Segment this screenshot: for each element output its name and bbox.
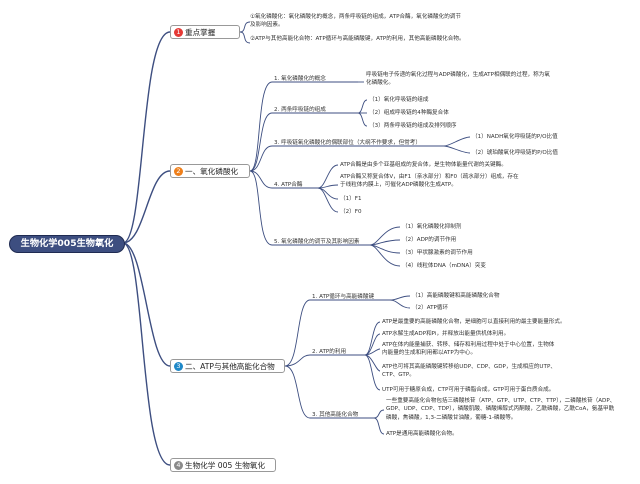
note-atp-use-1: ATP是最重要的高能磷酸化合物，是细胞可以直接利用的最主要能量形式。 — [382, 319, 566, 325]
topic-respiratory-chains[interactable]: 2. 两条呼吸链的组成 — [274, 107, 326, 113]
topic-other-compounds[interactable]: 3. 其他高能化合物 — [312, 412, 359, 418]
list-item: （1）NADH氧化呼吸链的P/O比值 — [472, 134, 558, 140]
branch-number-badge: 2 — [174, 166, 183, 176]
note-key-1: ①氧化磷酸化：氧化磷酸化的概念，两条呼吸链的组成，ATP合酶，氧化磷酸化的调节及… — [250, 14, 461, 29]
branch-label: 二、ATP与其他高能化合物 — [185, 362, 275, 371]
branch-label: 重点掌握 — [185, 28, 216, 37]
list-item: （4）线粒体DNA（mDNA）突变 — [402, 263, 486, 269]
list-item: （1）F1 — [340, 196, 362, 202]
topic-atp-use[interactable]: 2. ATP的利用 — [312, 349, 347, 355]
root-topic[interactable]: 生物化学005生物氧化 — [9, 235, 125, 253]
topic-coupling-sites[interactable]: 3. 呼吸链氧化磷酸化的偶联部位（大纲不作要求，但常考） — [274, 140, 421, 146]
list-item: （1）高能磷酸键和高能磷酸化合物 — [412, 293, 500, 299]
list-item: （2）组成呼吸链的4种酶复合体 — [369, 110, 449, 116]
topic-regulation[interactable]: 5. 氧化磷酸化的调节及其影响因素 — [274, 239, 360, 245]
branch-label: 一、氧化磷酸化 — [185, 167, 239, 176]
note-atp-use-2: ATP水解生成ADP和Pi，并释放出能量供机体利用。 — [382, 331, 510, 337]
list-item: （2）F0 — [340, 209, 362, 215]
topic-atp-synthase[interactable]: 4. ATP合酶 — [274, 182, 303, 188]
branch-number-badge: 1 — [174, 27, 183, 37]
edge-root-b2 — [122, 170, 171, 244]
list-item: （2）ADP的调节作用 — [402, 237, 457, 243]
edge-root-b1 — [122, 31, 171, 244]
topic-atp-cycle[interactable]: 1. ATP循环与高能磷酸键 — [312, 294, 375, 300]
note-atp-synthase-2: ATP合酶又称复合体V，由F1（亲水部分）和F0（疏水部分）组成，存在于线粒体内… — [340, 174, 519, 189]
list-item: （1）氧化呼吸链的组成 — [369, 97, 429, 103]
topic-concept[interactable]: 1. 氧化磷酸化的概念 — [274, 76, 326, 82]
edge-root-b3 — [122, 242, 171, 367]
note-atp-use-3: ATP在体内能量捕获、转移、储存和利用过程中处于中心位置，生物体内能量的生成和利… — [382, 342, 555, 357]
list-item: （3）甲状腺激素的调节作用 — [402, 250, 473, 256]
note-atp-use-4: ATP也可将其高能磷酸键转移给UDP、CDP、GDP，生成相应的UTP、CTP、… — [382, 364, 556, 379]
note-key-2: ②ATP与其他高能化合物：ATP循环与高能磷酸键，ATP的利用，其他高能磷酸化合… — [250, 36, 465, 42]
edge-root-b4 — [122, 242, 171, 466]
list-item: （2）琥珀酸氧化呼吸链的P/O比值 — [472, 150, 558, 156]
branch-number-badge: 3 — [174, 361, 183, 371]
note-other-compounds-2: ATP是通用高能磷酸化合物。 — [386, 431, 458, 437]
note-atp-synthase-1: ATP合酶是由多个亚基组成的复合体，是生物体能量代谢的关键酶。 — [340, 162, 507, 168]
note-other-compounds-1: 一些重要高能化合物包括三磷酸核苷（ATP、GTP、UTP、CTP、TTP），二磷… — [386, 398, 616, 421]
branch-number-badge: 4 — [174, 460, 183, 470]
list-item: （3）两条呼吸链的组成及排列顺序 — [369, 123, 457, 129]
branch-label: 生物化学 005 生物氧化 — [185, 461, 266, 470]
note-atp-use-5: UTP可用于糖原合成，CTP可用于磷脂合成，GTP可用于蛋白质合成。 — [382, 387, 555, 393]
list-item: （1）氧化磷酸化抑制剂 — [402, 224, 462, 230]
list-item: （2）ATP循环 — [412, 305, 449, 311]
note-concept: 呼吸链电子传递的氧化过程与ADP磷酸化，生成ATP相偶联的过程，称为氧化磷酸化。 — [366, 72, 550, 87]
